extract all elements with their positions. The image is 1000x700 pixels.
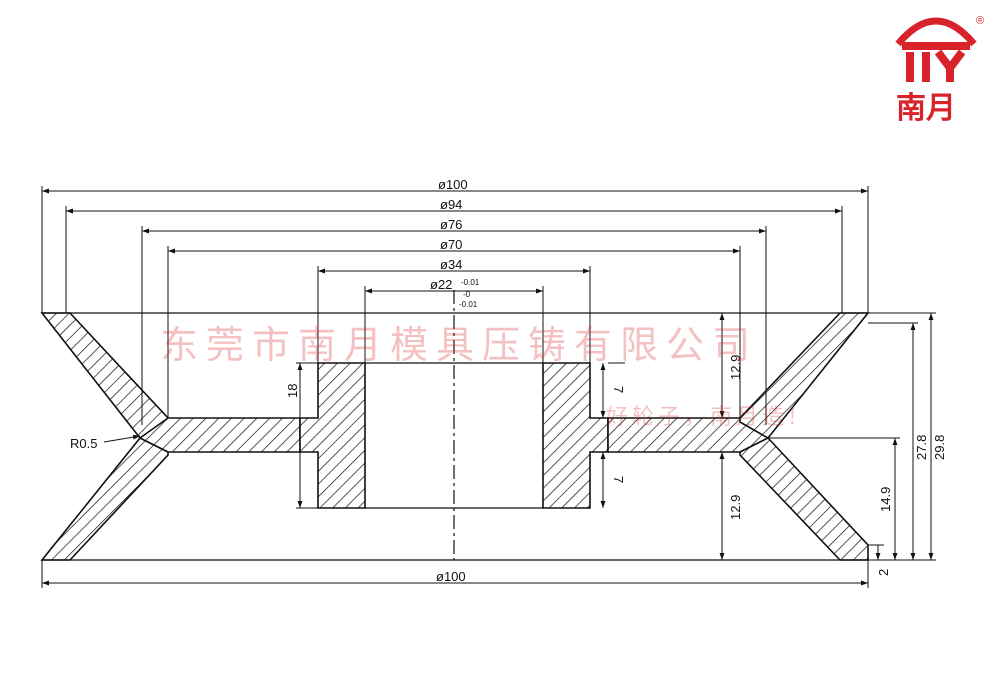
dim-hub-height: 18 xyxy=(285,384,300,398)
left-hub xyxy=(299,362,366,509)
dim-upper-129: 12.9 xyxy=(728,355,743,380)
dim-upper-gap: 7 xyxy=(611,386,626,393)
left-upper-flange xyxy=(40,312,169,440)
dim-h278: 27.8 xyxy=(914,435,929,460)
dim-d94: ø94 xyxy=(440,197,462,212)
dim-r05: R0.5 xyxy=(70,436,97,451)
left-lower-flange xyxy=(40,436,169,561)
diameter-dimensions xyxy=(41,186,869,588)
bore-lines xyxy=(42,290,868,561)
dim-h298: 29.8 xyxy=(932,435,947,460)
company-logo: ® 南月 xyxy=(895,15,984,126)
dim-lower-gap: 7 xyxy=(611,476,626,483)
dim-d22-tol-upper: -0.01 xyxy=(461,278,480,287)
right-lower-flange xyxy=(739,437,869,561)
dim-d70: ø70 xyxy=(440,237,462,252)
watermark-slogan: 好轮子，南月造! xyxy=(606,405,801,430)
dim-d22-tol-mid: -0 xyxy=(463,290,471,299)
dim-d76: ø76 xyxy=(440,217,462,232)
right-hub xyxy=(542,362,609,509)
dim-d34: ø34 xyxy=(440,257,462,272)
watermark-company: 东莞市南月模具压铸有限公司 xyxy=(160,323,758,367)
left-web xyxy=(138,417,301,453)
dim-h149: 14.9 xyxy=(878,487,893,512)
height-dimensions xyxy=(103,312,936,561)
logo-text: 南月 xyxy=(896,91,956,126)
dim-d22-tol-lower: -0.01 xyxy=(459,300,478,309)
dim-d100-top: ø100 xyxy=(438,177,468,192)
registered-mark: ® xyxy=(976,15,984,27)
dim-d100-bottom: ø100 xyxy=(436,569,466,584)
dim-h2: 2 xyxy=(876,569,891,576)
dim-lower-129: 12.9 xyxy=(728,495,743,520)
dimension-labels: ø100 ø94 ø76 ø70 ø34 ø22 -0.01 -0 -0.01 … xyxy=(70,177,947,584)
dim-d22: ø22 xyxy=(430,277,452,292)
pulley-section xyxy=(40,312,870,561)
watermark: 东莞市南月模具压铸有限公司 好轮子，南月造! xyxy=(160,323,801,430)
